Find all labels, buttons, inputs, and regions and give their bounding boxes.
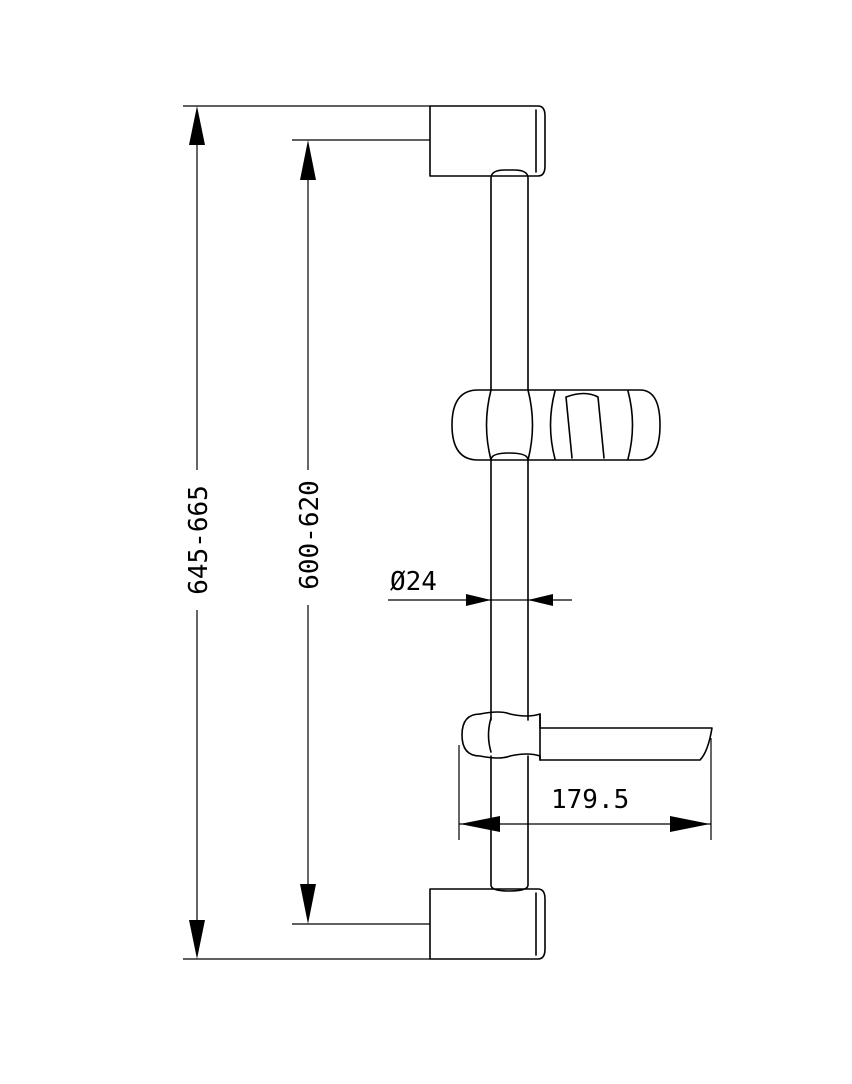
overall-height-label: 645-665	[184, 485, 214, 595]
dim-bar-diameter: Ø24	[388, 567, 572, 606]
dim-center-distance: 600-620	[292, 139, 430, 925]
soap-dish	[461, 711, 713, 761]
bottom-bracket	[429, 888, 546, 960]
center-distance-label: 600-620	[295, 480, 325, 590]
slide-bar	[490, 169, 529, 892]
soap-dish-width-label: 179.5	[551, 785, 629, 815]
shower-holder	[451, 389, 661, 461]
dim-soap-dish-width: 179.5	[458, 738, 712, 840]
dim-overall-height: 645-665	[183, 105, 430, 960]
top-bracket	[429, 105, 546, 177]
bar-diameter-label: Ø24	[390, 567, 437, 597]
